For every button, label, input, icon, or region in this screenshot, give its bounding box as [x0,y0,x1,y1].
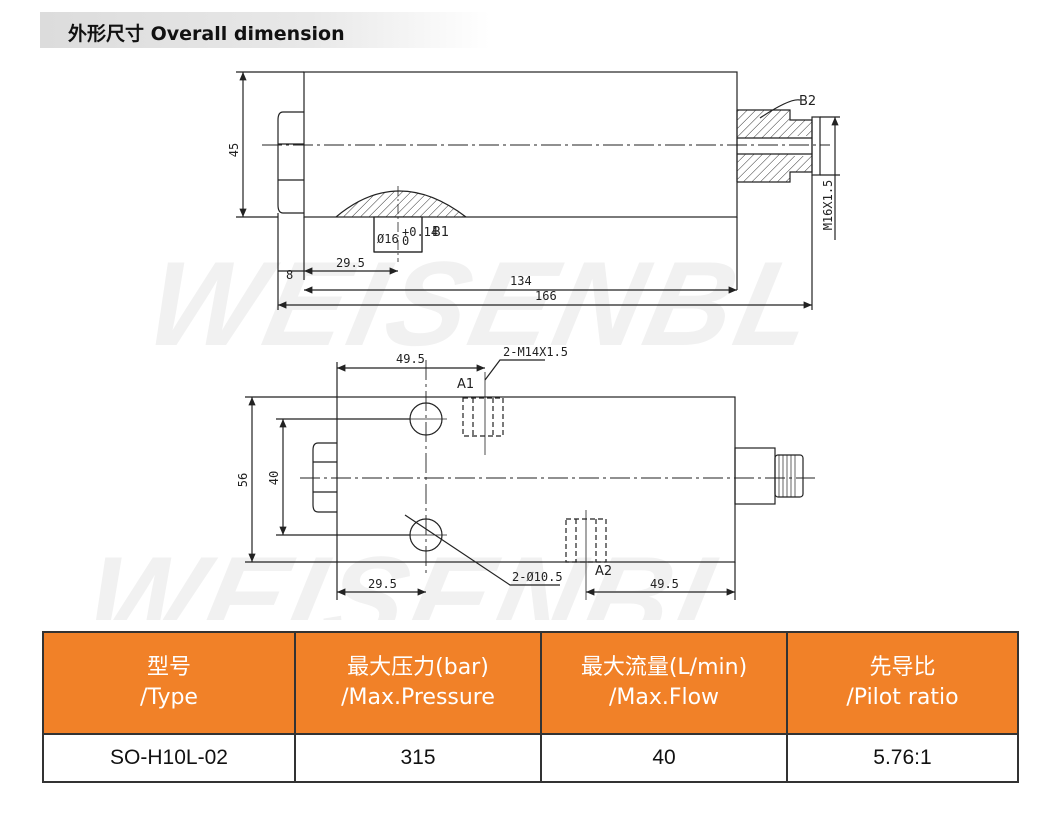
label-b1: B1 [432,225,449,240]
header-pilot-en: /Pilot ratio [846,685,959,710]
dim-m16: M16X1.5 [821,180,835,231]
watermark-top: WEISENBL [136,236,830,370]
table-row: SO-H10L-02 315 40 5.76:1 [42,733,1019,783]
dim-bore-tol-lower: 0 [402,234,409,248]
section-header-bar [40,12,490,48]
dim-166: 166 [535,289,557,303]
header-pressure-cn: 最大压力(bar) [347,655,489,680]
dim-29-5-top: 29.5 [368,577,397,591]
dim-49-5-top: 49.5 [396,352,425,366]
cell-type: SO-H10L-02 [42,733,296,783]
label-a1: A1 [457,377,474,392]
dim-bore-tol-upper: +0.14 [402,225,438,239]
label-b2: B2 [799,94,816,109]
cell-pressure: 315 [294,733,542,783]
label-2-d10-5: 2-Ø10.5 [512,570,563,584]
header-flow: 最大流量(L/min) /Max.Flow [540,631,788,735]
side-hex-plug [277,111,304,214]
spec-table: 型号 /Type 最大压力(bar) /Max.Pressure 最大流量(L/… [42,631,1019,783]
cell-pilot-ratio: 5.76:1 [786,733,1019,783]
label-2-m14: 2-M14X1.5 [503,345,568,359]
section-title: 外形尺寸 Overall dimension [68,23,345,45]
cell-flow: 40 [540,733,788,783]
dim-8: 8 [286,268,293,282]
header-flow-en: /Max.Flow [608,685,720,710]
header-flow-cn: 最大流量(L/min) [580,655,748,680]
top-view [245,359,815,600]
technical-drawing: WEISENBL WEISENBL [73,71,840,620]
header-pilot-cn: 先导比 [869,655,936,680]
header-type: 型号 /Type [42,631,296,735]
label-a2: A2 [595,564,612,579]
header-type-cn: 型号 [146,655,191,680]
side-view [236,71,840,310]
side-body-outline [303,71,738,218]
dim-49-5-bottom: 49.5 [650,577,679,591]
dim-40: 40 [267,471,281,485]
header-pilot-ratio: 先导比 /Pilot ratio [786,631,1019,735]
dim-29-5-side: 29.5 [336,256,365,270]
header-pressure: 最大压力(bar) /Max.Pressure [294,631,542,735]
spec-table-header-row: 型号 /Type 最大压力(bar) /Max.Pressure 最大流量(L/… [42,631,1019,735]
dim-56: 56 [236,473,250,487]
dim-45: 45 [227,143,241,157]
watermark-bottom: WEISENBL [73,531,767,620]
header-type-en: /Type [140,685,198,710]
dim-134: 134 [510,274,532,288]
dim-bore-d16: Ø16 [377,232,399,246]
header-pressure-en: /Max.Pressure [341,685,495,710]
